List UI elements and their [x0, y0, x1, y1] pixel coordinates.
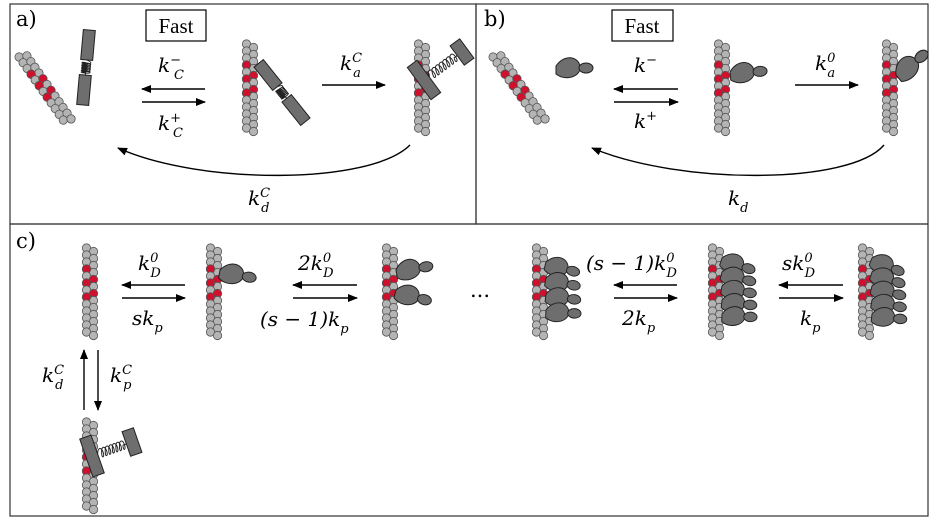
panel-c-arrows	[80, 281, 844, 411]
panel-a-filament-free	[14, 51, 76, 125]
panel-c-filament-1	[205, 243, 223, 341]
panel-c-motor-4-4	[721, 306, 758, 326]
panel-a-arrow-detach	[117, 144, 411, 177]
panel-a-fast-label: Fast	[158, 14, 193, 38]
panel-b-label: b)	[484, 7, 506, 31]
panel-a-label: a)	[16, 7, 37, 31]
panel-a-rate-kplus: k+C	[158, 111, 183, 141]
panel-c-motor-2a	[395, 258, 434, 281]
panel-c-rate-bottom-1: skp	[132, 306, 163, 336]
panel-c-motor-1	[218, 263, 257, 285]
panel-c-motor-3-3	[545, 302, 582, 323]
panel-b-arrow-detach	[591, 144, 885, 177]
panel-b-motor-middle	[729, 62, 768, 84]
panel-a-crosslinker-middle	[253, 58, 311, 127]
panel-c-crosslinker-bottom	[79, 427, 143, 478]
panel-b-motor-free	[555, 57, 594, 79]
panel-c-motor-3-0	[543, 256, 581, 277]
illustrations	[14, 28, 929, 515]
panel-c-rate-bottom-3: 2kp	[621, 306, 656, 336]
panel-c-rate-bottom-4: kp	[800, 306, 821, 336]
panel-c-motor-3-2	[544, 287, 582, 307]
panel-b-fast-label: Fast	[624, 14, 659, 38]
panel-b-motor-bound	[895, 49, 929, 82]
panel-c-motor-3-1	[544, 272, 581, 292]
panel-a-fast-box: Fast	[145, 9, 207, 42]
panel-b-filament-bound	[881, 39, 899, 137]
panel-b-fast-box: Fast	[611, 9, 674, 42]
panel-c-label: c)	[16, 229, 36, 253]
panel-c-filament-2	[381, 243, 399, 341]
panel-c-filament-3	[531, 243, 549, 341]
panel-b-rate-kd: kd	[728, 186, 748, 216]
panel-a-crosslinker-bound	[406, 38, 475, 101]
panel-b-rate-kplus: k+	[634, 109, 657, 133]
panel-c-motor-5-4	[870, 307, 908, 327]
panel-b-filament-middle	[713, 39, 731, 137]
panel-c-frame	[9, 223, 929, 517]
panel-b-rate-kminus: k−	[634, 53, 657, 77]
panel-a-filament-middle	[241, 39, 259, 137]
panel-c-filament-0	[81, 243, 99, 341]
panel-a-crosslinker-free	[76, 28, 96, 107]
panel-b-filament-free	[488, 51, 550, 125]
panel-a-rate-kminus: k−C	[158, 53, 184, 83]
panel-c-ellipsis: ...	[470, 278, 490, 302]
panel-c-motor-2b	[393, 284, 432, 306]
panel-c-rate-bottom-2: (s − 1)kp	[260, 307, 349, 337]
